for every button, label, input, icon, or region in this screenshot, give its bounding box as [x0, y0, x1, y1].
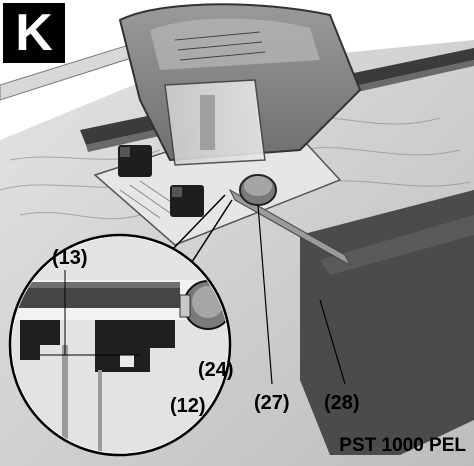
callout-27: (27)	[254, 392, 290, 414]
callout-12: (12)	[170, 395, 206, 417]
figure-badge: K	[3, 3, 65, 63]
adjusting-knob	[239, 174, 277, 206]
callout-28: (28)	[324, 392, 360, 414]
saw-blade	[228, 188, 352, 267]
model-name-label: PST 1000 PEL	[339, 435, 466, 456]
callout-24: (24)	[198, 359, 234, 381]
clamp-blocks	[118, 145, 204, 217]
zoom-inset	[12, 237, 228, 453]
callout-13: (13)	[52, 247, 88, 269]
inset-border	[8, 233, 232, 457]
